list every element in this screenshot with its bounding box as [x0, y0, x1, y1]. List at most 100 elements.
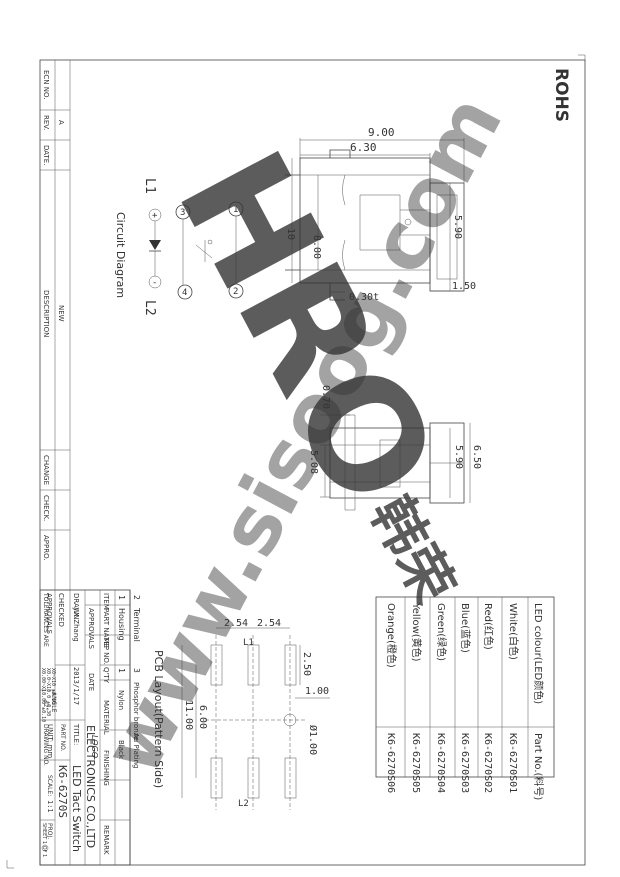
- side-view: [285, 138, 465, 301]
- drawing-no-label: DRAWING NO.: [42, 724, 49, 766]
- part-row-4: K6-6270S04: [435, 733, 446, 793]
- colour-row-3: Blue(蓝色): [459, 603, 472, 653]
- angle-value: ±2°: [42, 700, 49, 711]
- dim-5-08: 5.08: [308, 450, 319, 474]
- circuit-title: Circuit Diagram: [114, 212, 127, 298]
- dim-1-50: 1.50: [452, 281, 476, 292]
- pcb-l2: L2: [238, 799, 249, 809]
- scale-label: SCALE:: [46, 775, 53, 796]
- change-label: CHANGE: [42, 455, 50, 485]
- new-label: NEW: [57, 305, 65, 322]
- appro-label: APPRO.: [42, 535, 50, 561]
- ecn-label: ECN NO.: [42, 70, 50, 99]
- part-row-2: K6-6270S02: [482, 733, 493, 793]
- pcb-11-00: 11.00: [183, 700, 194, 730]
- colour-row-1: White(白色): [507, 603, 520, 660]
- part-row-5: K6-6270S05: [410, 733, 421, 793]
- pcb-phi-1-00: Ø1.00: [307, 725, 319, 755]
- bom-row1-material: Phosphor bronze: [132, 682, 140, 741]
- bom-row1-finishing: Au Plating: [132, 733, 140, 768]
- checked-label: CHECKED: [57, 593, 65, 627]
- bom-row2-name: Housing: [117, 608, 126, 641]
- circuit-4: 4: [182, 288, 187, 298]
- bom-item-header: ITEM: [102, 593, 110, 610]
- circuit-minus: -: [152, 278, 157, 288]
- rohs-label: ROHS: [551, 68, 571, 122]
- part-row-3: K6-6270S03: [459, 733, 470, 793]
- dim-0-70: 0.70: [320, 385, 331, 409]
- tol-3: X0.00~X10.00 ±0.10: [40, 668, 46, 722]
- dim-9-00: 9.00: [368, 126, 395, 139]
- drawn-label: DRAWN: [72, 593, 80, 620]
- bom-row2-item: 1: [117, 595, 126, 600]
- bom-row2-material: Nylon: [117, 690, 125, 710]
- top-view: [320, 414, 471, 511]
- bom-tep-header: TEP NO.: [102, 636, 110, 665]
- bom-remark-header: REMARK: [102, 825, 110, 855]
- bom-row2-finishing: Black: [117, 740, 125, 760]
- company-logo: LOGO: [90, 735, 99, 758]
- drawing-frame: [39, 59, 586, 866]
- approvals-label: APPROVALS: [87, 608, 95, 650]
- bom-row2-qty: 1: [117, 668, 126, 673]
- pcb-title: PCB Layout(Pattern Side): [152, 650, 165, 788]
- approvals2-label: APPROVALS: [45, 593, 53, 635]
- tol-1: X0~X10 ±0.30: [50, 668, 56, 704]
- circuit-l1: L1: [142, 178, 157, 194]
- angle-label: ANGLE: [50, 692, 57, 713]
- pcb-2-54-a: 2.54: [224, 618, 248, 629]
- hro-brand-watermark-cn: 韩荣: [359, 486, 467, 613]
- circuit-plus: +: [152, 211, 158, 221]
- rev-label: REV.: [42, 115, 50, 130]
- description-label: DESCRIPTION: [42, 290, 50, 337]
- revision-strip: [40, 60, 71, 591]
- check-label: CHECK.: [42, 495, 50, 521]
- sheet-label: SHEET 1 OF 1: [41, 823, 47, 857]
- part-header: Part No.(料号): [532, 733, 545, 800]
- dim-10: 10: [285, 228, 296, 240]
- tol-2: X0.0~X10.0 ±0.30: [45, 668, 51, 716]
- drawn-by: J.X.Zhang: [72, 607, 80, 642]
- dim-5-90-a: 5.90: [452, 215, 463, 239]
- bom-row1-name: Terminal: [132, 607, 141, 642]
- colour-row-2: Red(红色): [482, 603, 495, 650]
- pcb-2-50: 2.50: [301, 652, 312, 676]
- date-col-label: DATE.: [42, 145, 50, 165]
- unit-label: UNIT: mm: [46, 724, 54, 758]
- bom-name-header: PART NAME: [102, 608, 110, 648]
- pcb-layout: [181, 627, 330, 810]
- dim-6-50: 6.50: [471, 445, 482, 469]
- bom-row1-item: 2: [132, 595, 141, 600]
- pcb-2-54-b: 2.54: [257, 618, 281, 629]
- proj-icon: [41, 844, 49, 852]
- colour-row-4: Green(绿色): [435, 603, 448, 661]
- rev-value: A: [57, 120, 65, 125]
- drawn-date: 2013/1/17: [72, 667, 80, 705]
- tolerances-label: TOLERANCES ARE: [42, 592, 49, 647]
- title-value: LED Tact Switch: [70, 765, 83, 852]
- bom-finishing-header: FINISHING: [102, 750, 110, 786]
- pcb-l1: L1: [243, 638, 254, 648]
- part-no-value: K6-6270S: [56, 765, 69, 818]
- title-block-grid: [39, 589, 131, 866]
- part-no-label: PART NO.: [59, 724, 66, 752]
- title-label: TITLE:: [72, 723, 80, 745]
- part-row-6: K6-6270S06: [385, 733, 396, 793]
- scale-value: 1:1: [46, 800, 54, 813]
- bom-qty-header: Q'TY: [102, 667, 110, 684]
- date-label: DATE: [87, 673, 95, 691]
- colour-table-grid: [375, 596, 555, 778]
- pcb-1-00: 1.00: [305, 686, 329, 697]
- dim-5-90-b: 5.90: [453, 445, 464, 469]
- bom-row1-qty: 3: [132, 668, 141, 673]
- pcb-6-00: 6.00: [197, 705, 208, 729]
- bom-material-header: MATERIAL: [102, 700, 110, 735]
- company-name: ELECTRONICS CO.,LTD: [84, 725, 97, 848]
- colour-header: LED colour(LED颜色): [532, 603, 545, 704]
- circuit-1: 1: [233, 205, 238, 215]
- colour-row-6: Orange(橙色): [385, 603, 398, 668]
- circuit-diagram: [148, 201, 244, 300]
- colour-row-5: Yellow(黄色): [410, 602, 423, 662]
- part-row-1: K6-6270S01: [507, 733, 518, 793]
